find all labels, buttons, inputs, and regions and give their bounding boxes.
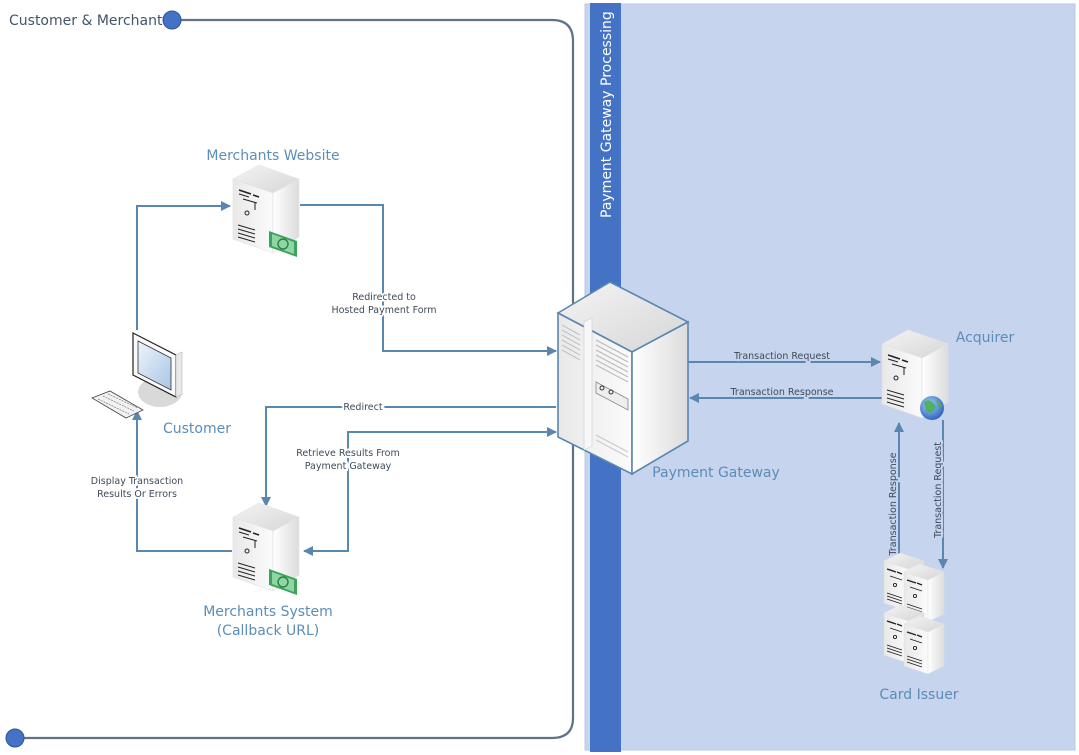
node-label-acquirer: Acquirer bbox=[956, 330, 1015, 346]
flow-labels: Redirected to Hosted Payment Form Redire… bbox=[89, 290, 946, 559]
node-label-payment-gateway: Payment Gateway bbox=[652, 465, 780, 481]
node-customer[interactable]: Customer bbox=[91, 332, 231, 437]
flow-label-issuer-request: Transaction Request bbox=[933, 442, 944, 539]
flow-label-redirected-line2: Hosted Payment Form bbox=[331, 305, 436, 316]
flow-label-transaction-response: Transaction Response bbox=[730, 387, 834, 398]
connector-system-to-customer[interactable] bbox=[132, 410, 232, 552]
flow-label-redirect: Redirect bbox=[343, 402, 382, 413]
flow-label-retrieve-line1: Retrieve Results From bbox=[296, 448, 399, 459]
node-card-issuer[interactable]: Card Issuer bbox=[879, 552, 959, 703]
lane-title-customer-merchant: Customer & Merchant bbox=[9, 13, 163, 29]
flow-label-redirected-line1: Redirected to bbox=[352, 292, 416, 303]
desktop-computer-icon bbox=[91, 332, 183, 419]
node-label-merchants-system-line2: (Callback URL) bbox=[217, 623, 320, 639]
connector-gateway-redirect-to-system[interactable] bbox=[261, 406, 556, 507]
connector-system-retrieve-from-gateway[interactable] bbox=[303, 427, 557, 556]
node-label-card-issuer: Card Issuer bbox=[879, 687, 958, 703]
connector-customer-to-website[interactable] bbox=[136, 201, 231, 330]
flow-label-transaction-request: Transaction Request bbox=[733, 351, 830, 362]
node-acquirer[interactable]: Acquirer bbox=[881, 329, 1015, 420]
flow-label-retrieve-line2: Payment Gateway bbox=[305, 461, 392, 472]
node-label-merchants-website: Merchants Website bbox=[206, 148, 339, 164]
node-label-merchants-system-line1: Merchants System bbox=[203, 604, 333, 620]
web-server-icon bbox=[881, 329, 949, 420]
flow-label-issuer-response: Transaction Response bbox=[888, 452, 899, 556]
server-with-cash-icon bbox=[232, 502, 300, 596]
lane-start-handle[interactable] bbox=[162, 10, 182, 30]
mainframe-server-icon bbox=[556, 281, 690, 476]
node-merchants-website[interactable]: Merchants Website bbox=[206, 148, 340, 258]
lane-end-handle[interactable] bbox=[5, 728, 25, 748]
flow-label-display-line1: Display Transaction bbox=[91, 476, 183, 487]
lane-title-payment-gateway-processing: Payment Gateway Processing bbox=[599, 11, 615, 218]
connector-website-to-gateway[interactable] bbox=[300, 204, 557, 356]
flow-label-display-line2: Results Or Errors bbox=[97, 489, 177, 500]
node-payment-gateway[interactable]: Payment Gateway bbox=[556, 281, 780, 481]
node-label-customer: Customer bbox=[163, 421, 231, 437]
node-merchants-system[interactable]: Merchants System (Callback URL) bbox=[203, 502, 333, 639]
server-with-cash-icon bbox=[232, 164, 300, 258]
server-cluster-icon bbox=[883, 552, 945, 675]
connectors bbox=[132, 201, 948, 569]
